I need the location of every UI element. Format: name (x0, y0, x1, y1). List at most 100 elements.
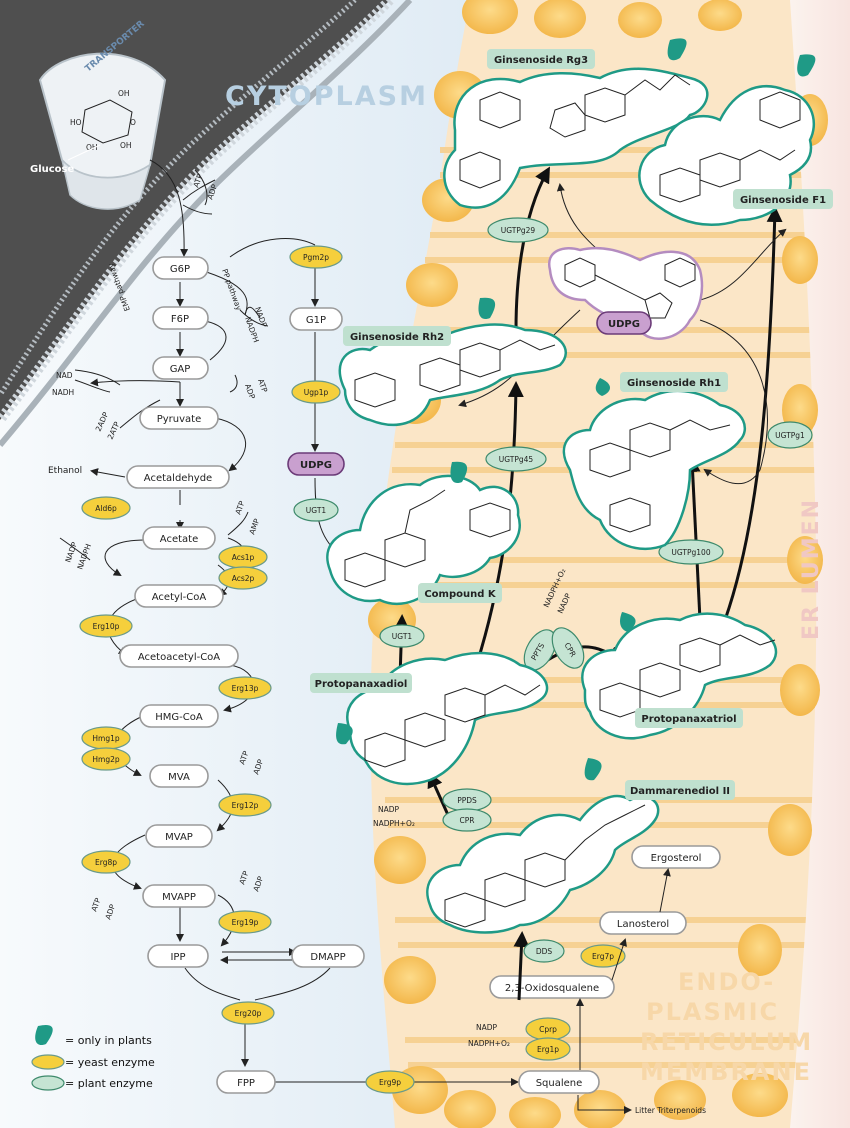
svg-text:HO: HO (70, 118, 82, 127)
svg-text:NADH: NADH (52, 388, 74, 397)
metabolite-hmg-coa: HMG-CoA (140, 705, 218, 727)
svg-text:IPP: IPP (170, 952, 185, 963)
metabolite-mvapp: MVAPP (143, 885, 215, 907)
enzyme-ugt1-right: UGT1 (380, 625, 424, 647)
svg-text:Pyruvate: Pyruvate (157, 414, 202, 425)
svg-text:MVA: MVA (168, 772, 190, 783)
enzyme-erg1p: Erg1p (526, 1038, 570, 1060)
svg-text:Compound K: Compound K (424, 589, 497, 600)
svg-text:Erg10p: Erg10p (93, 622, 120, 631)
svg-text:NADP: NADP (378, 805, 400, 814)
enzyme-cprp: Cprp (526, 1018, 570, 1040)
svg-text:Acetate: Acetate (160, 534, 198, 545)
label-rh1: Ginsenoside Rh1 (620, 372, 728, 392)
metabolite-g1p: G1P (290, 308, 342, 330)
label-compound-k: Compound K (418, 583, 502, 603)
enzyme-erg9p: Erg9p (366, 1071, 414, 1093)
svg-text:Ginsenoside Rh1: Ginsenoside Rh1 (627, 378, 721, 389)
enzyme-ugtpg45: UGTPg45 (486, 447, 546, 471)
svg-text:G6P: G6P (170, 264, 190, 275)
enzyme-ugp1p: Ugp1p (292, 381, 340, 403)
enzyme-erg19p: Erg19p (219, 911, 271, 933)
svg-text:PPDS: PPDS (457, 796, 477, 805)
enzyme-ugtpg1: UGTPg1 (768, 422, 812, 448)
svg-text:MVAP: MVAP (165, 832, 193, 843)
metabolite-udpg-left: UDPG (288, 453, 344, 475)
svg-text:NADPH+O₂: NADPH+O₂ (373, 819, 415, 828)
cytoplasm-label: CYTOPLASM (225, 81, 428, 112)
svg-text:MVAPP: MVAPP (162, 892, 196, 903)
glucose-label: Glucose (30, 164, 75, 175)
svg-text:Ginsenoside F1: Ginsenoside F1 (740, 195, 826, 206)
metabolite-acetoacetyl-coa: Acetoacetyl-CoA (120, 645, 238, 667)
svg-text:UGT1: UGT1 (306, 506, 327, 515)
metabolite-oxidosqualene: 2,3-Oxidosqualene (490, 976, 614, 998)
svg-text:Hmg1p: Hmg1p (92, 734, 119, 743)
enzyme-ald6p: Ald6p (82, 497, 130, 519)
label-f1: Ginsenoside F1 (733, 189, 833, 209)
svg-text:NAD: NAD (56, 371, 73, 380)
svg-text:Litter Triterpenoids: Litter Triterpenoids (635, 1106, 706, 1115)
enzyme-dds: DDS (524, 940, 564, 962)
svg-text:Squalene: Squalene (536, 1078, 583, 1089)
legend: = only in plants = yeast enzyme = plant … (32, 1025, 155, 1090)
svg-text:Erg19p: Erg19p (232, 918, 259, 927)
metabolite-pyruvate: Pyruvate (140, 407, 218, 429)
svg-text:Ugp1p: Ugp1p (304, 388, 329, 397)
svg-text:GAP: GAP (170, 364, 191, 375)
svg-text:Ginsenoside Rh2: Ginsenoside Rh2 (350, 332, 444, 343)
metabolite-acetaldehyde: Acetaldehyde (127, 466, 229, 488)
svg-text:RETICULUM: RETICULUM (640, 1028, 813, 1056)
metabolite-lanosterol: Lanosterol (600, 912, 686, 934)
svg-text:O: O (130, 118, 136, 127)
svg-text:Cprp: Cprp (539, 1025, 557, 1034)
metabolite-squalene: Squalene (519, 1071, 599, 1093)
metabolite-acetate: Acetate (143, 527, 215, 549)
metabolite-acetyl-coa: Acetyl-CoA (135, 585, 223, 607)
enzyme-cpr-bottom: CPR (443, 809, 491, 831)
svg-text:Lanosterol: Lanosterol (617, 919, 669, 930)
svg-text:OH: OH (120, 141, 132, 150)
metabolite-ergosterol: Ergosterol (632, 846, 720, 868)
svg-text:Acs2p: Acs2p (232, 574, 255, 583)
metabolite-dmapp: DMAPP (292, 945, 364, 967)
svg-text:MEMBRANE: MEMBRANE (640, 1058, 812, 1086)
svg-text:Erg1p: Erg1p (537, 1045, 559, 1054)
metabolite-gap: GAP (153, 357, 208, 379)
svg-text:Acetoacetyl-CoA: Acetoacetyl-CoA (138, 652, 220, 663)
svg-text:F6P: F6P (171, 314, 189, 325)
svg-text:Erg7p: Erg7p (592, 952, 614, 961)
svg-text:Ginsenoside Rg3: Ginsenoside Rg3 (494, 55, 588, 66)
label-protopanaxatriol: Protopanaxatriol (635, 708, 743, 728)
svg-text:Erg20p: Erg20p (235, 1009, 262, 1018)
svg-text:Ald6p: Ald6p (95, 504, 117, 513)
enzyme-erg20p: Erg20p (222, 1002, 274, 1024)
svg-text:Acetaldehyde: Acetaldehyde (144, 473, 212, 484)
svg-text:Acs1p: Acs1p (232, 553, 255, 562)
svg-text:UGTPg1: UGTPg1 (775, 431, 805, 440)
svg-text:G1P: G1P (306, 315, 326, 326)
legend-plants: = only in plants (65, 1034, 152, 1047)
svg-text:NADPH+O₂: NADPH+O₂ (468, 1039, 510, 1048)
enzyme-ugtpg29: UGTPg29 (488, 218, 548, 242)
legend-yeast: = yeast enzyme (65, 1056, 155, 1069)
metabolite-f6p: F6P (153, 307, 208, 329)
svg-text:FPP: FPP (237, 1078, 255, 1089)
enzyme-ugtpg100: UGTPg100 (659, 540, 723, 564)
enzyme-erg13p: Erg13p (219, 677, 271, 699)
label-rh2: Ginsenoside Rh2 (343, 326, 451, 346)
enzyme-erg7p: Erg7p (581, 945, 625, 967)
svg-text:ENDO-: ENDO- (678, 968, 775, 996)
svg-text:Pgm2p: Pgm2p (303, 253, 329, 262)
svg-text:Hmg2p: Hmg2p (92, 755, 119, 764)
svg-text:Erg9p: Erg9p (379, 1078, 401, 1087)
svg-text:Dammarenediol II: Dammarenediol II (630, 786, 730, 797)
metabolite-mva: MVA (150, 765, 208, 787)
svg-text:UGTPg45: UGTPg45 (499, 455, 534, 464)
metabolite-ipp: IPP (148, 945, 208, 967)
svg-text:Acetyl-CoA: Acetyl-CoA (152, 592, 207, 603)
legend-plant: = plant enzyme (65, 1077, 153, 1090)
svg-text:Ergosterol: Ergosterol (651, 853, 702, 864)
